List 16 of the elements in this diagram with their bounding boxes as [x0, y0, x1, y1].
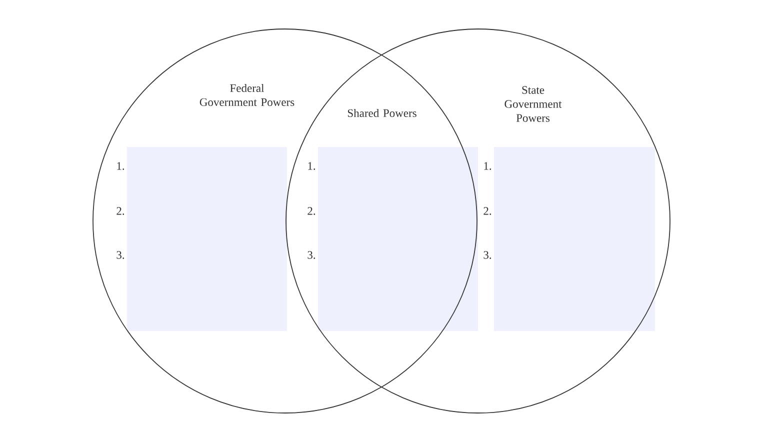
list-number: 1. [117, 162, 124, 170]
answer-box [127, 147, 287, 331]
list-number: 1. [484, 162, 492, 170]
list-number: 3. [116, 251, 124, 259]
list-number: 2. [484, 207, 492, 215]
heading: State Government Powers [504, 86, 562, 122]
answer-box [318, 147, 478, 331]
answer-box [494, 147, 655, 331]
heading: Shared Powers [348, 108, 416, 118]
list-number: 1. [308, 162, 316, 170]
list-number: 2. [308, 207, 316, 215]
list-number: 2. [116, 207, 124, 215]
venn-circle [92, 28, 478, 414]
list-number: 3. [308, 251, 316, 259]
heading: Federal Government Powers [200, 84, 294, 106]
list-number: 3. [484, 251, 492, 259]
